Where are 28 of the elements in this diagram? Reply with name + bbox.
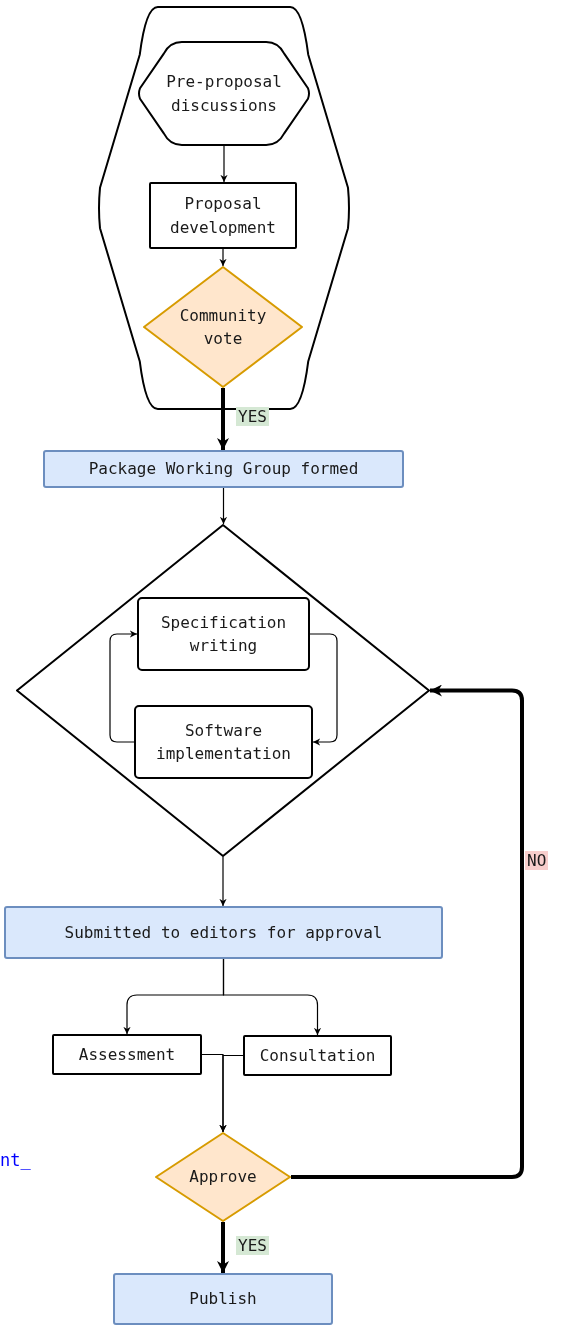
- arrow: [220, 145, 228, 183]
- diamond-frame: [16, 524, 430, 857]
- arrow: [219, 248, 227, 267]
- hexagon-frame: [97, 6, 351, 410]
- decision-diamond: Community vote: [143, 266, 303, 388]
- arrow: [219, 1054, 244, 1133]
- process-box: Consultation: [243, 1035, 392, 1076]
- arrow: [219, 856, 227, 907]
- process-box: Package Working Group formed: [43, 450, 404, 488]
- process-box: Proposal development: [149, 182, 297, 249]
- arrow: [217, 1222, 229, 1273]
- process-box: Submitted to editors for approval: [4, 906, 443, 959]
- arrow: [309, 633, 338, 746]
- edge-label: NO: [525, 851, 549, 871]
- arrow: [109, 630, 138, 743]
- note-text: nt_: [0, 1150, 31, 1170]
- hexagon-node: Pre-proposal discussions: [137, 41, 311, 146]
- arrow: [222, 958, 322, 1036]
- process-box: Publish: [113, 1273, 333, 1325]
- edge-label: YES: [236, 1235, 269, 1255]
- arrow: [291, 684, 524, 1179]
- process-box: Assessment: [52, 1034, 202, 1075]
- process-box: Specification writing: [137, 597, 310, 671]
- arrow: [217, 388, 229, 450]
- process-box: Software implementation: [134, 705, 313, 779]
- arrow: [219, 487, 228, 525]
- decision-diamond: Approve: [155, 1132, 291, 1222]
- edge-label: YES: [236, 407, 269, 426]
